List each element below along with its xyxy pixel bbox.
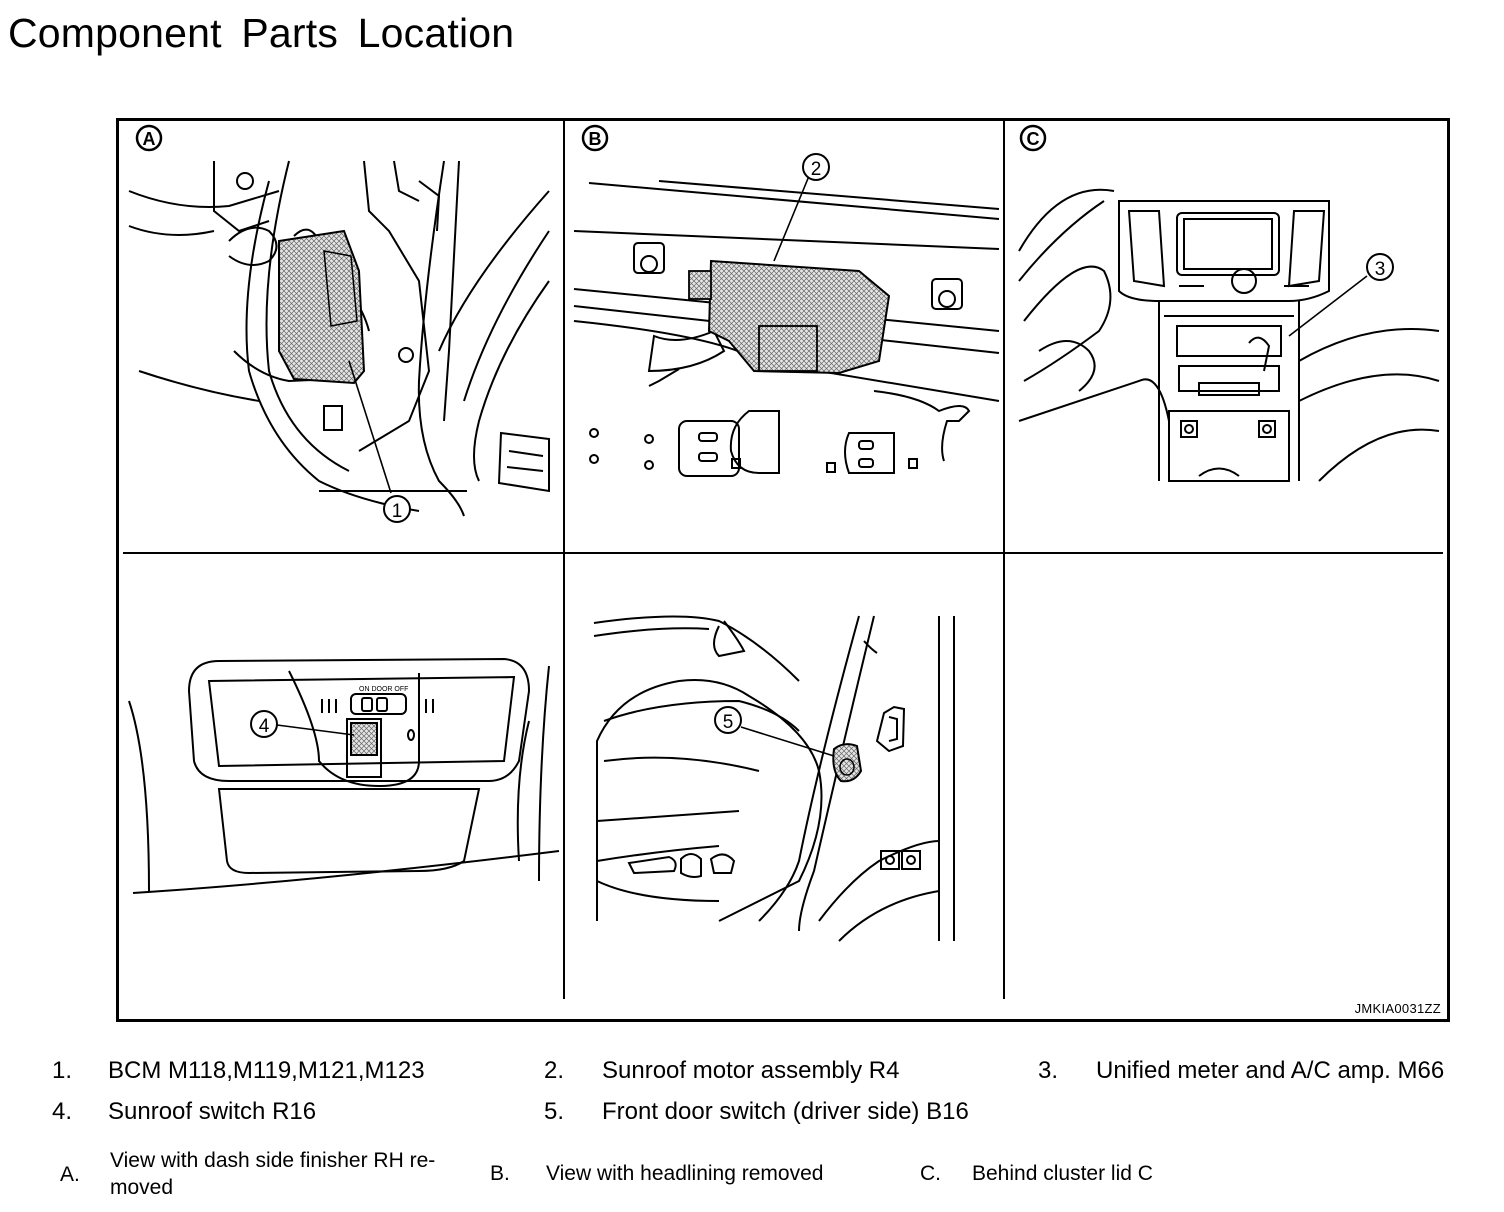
diagram-drawing: ON DOOR OFF (123, 121, 1443, 999)
legend-number-5: 5. (544, 1098, 565, 1125)
page-title: Component Parts Location (8, 10, 515, 56)
panel-c-letter: C (1027, 129, 1040, 149)
callout-3-number: 3 (1375, 259, 1386, 280)
view-c-description: Behind cluster lid C (972, 1162, 1153, 1185)
legend-number-2: 2. (544, 1057, 565, 1084)
legend-number-1: 1. (52, 1057, 73, 1084)
callout-5-number: 5 (723, 712, 734, 733)
view-a-description: View with dash side finisher RH re- move… (110, 1147, 470, 1201)
view-b-description: View with headlining removed (546, 1162, 824, 1185)
callout-4-number: 4 (259, 716, 270, 737)
legend-text-3: Unified meter and A/C amp. M66 (1096, 1057, 1445, 1084)
callout-4: 4 (250, 710, 278, 738)
sunroof-motor (707, 259, 891, 375)
callout-3: 3 (1366, 253, 1394, 281)
view-a-line-1: View with dash side finisher RH re- (110, 1149, 436, 1172)
panel-c-badge: C (1019, 124, 1047, 152)
panel-a-letter: A (143, 129, 156, 149)
panel-a-badge: A (135, 124, 163, 152)
callout-5: 5 (714, 706, 742, 734)
panel-b-badge: B (581, 124, 609, 152)
front-door-switch (832, 743, 863, 783)
view-a-line-2: moved (110, 1176, 174, 1199)
sunroof-switch (350, 722, 378, 756)
view-c-letter: C. (920, 1162, 941, 1185)
panel-b-drawing (573, 180, 1000, 477)
legend-number-4: 4. (52, 1098, 73, 1125)
legend-number-3: 3. (1038, 1057, 1059, 1084)
legend-text-5: Front door switch (driver side) B16 (602, 1098, 969, 1125)
callout-1: 1 (383, 495, 411, 523)
switch-marking: ON DOOR OFF (359, 686, 408, 693)
view-b-letter: B. (490, 1162, 510, 1185)
panel-4-drawing (128, 657, 560, 894)
panel-b-letter: B (589, 129, 602, 149)
legend-text-2: Sunroof motor assembly R4 (602, 1057, 900, 1084)
legend-text-1: BCM M118,M119,M121,M123 (108, 1057, 425, 1084)
callout-2-number: 2 (811, 159, 822, 180)
panel-5-drawing (593, 615, 955, 942)
panel-c-drawing (1018, 188, 1440, 482)
view-a-letter: A. (60, 1163, 80, 1186)
figure-code: JMKIA0031ZZ (1354, 1001, 1441, 1016)
component-diagram: ON DOOR OFF (116, 118, 1450, 1022)
legend-text-4: Sunroof switch R16 (108, 1098, 317, 1125)
callout-1-number: 1 (392, 501, 403, 522)
callout-2: 2 (802, 153, 830, 181)
